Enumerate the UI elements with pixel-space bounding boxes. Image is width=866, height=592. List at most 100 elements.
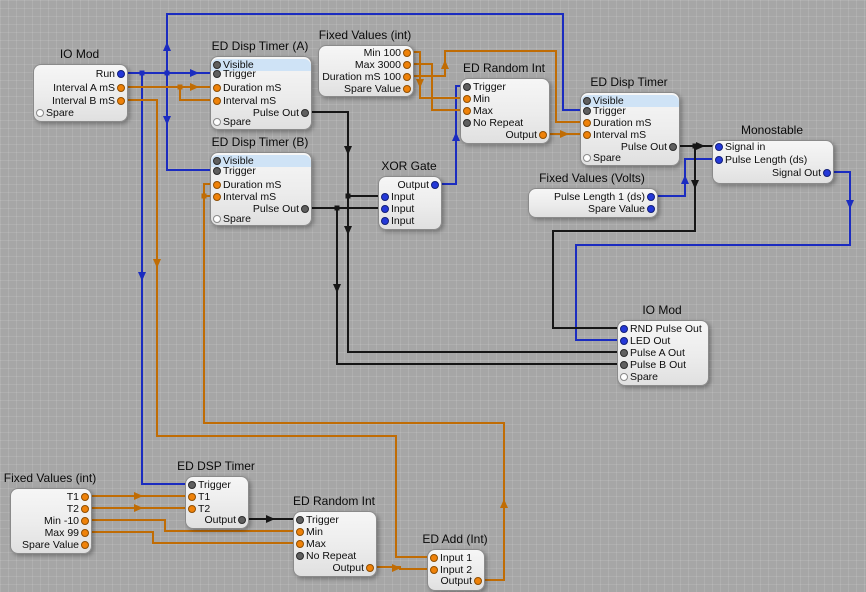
port-fixed-values-int-top-duration-ms-100[interactable]: Duration mS 100 [319,71,413,83]
port-dot-icon[interactable] [463,119,471,127]
port-io-mod-right-led-out[interactable]: LED Out [618,335,708,347]
wire-mono-signal-out-to-led-out[interactable] [575,171,851,341]
port-fixed-values-int-top-min-100[interactable]: Min 100 [319,47,413,59]
wire-run-to-dsp-trigger[interactable] [141,73,191,485]
wire-timerB-branch-to-pulseB-out[interactable] [336,208,623,365]
port-ed-random-int-bottom-trigger[interactable]: Trigger [294,514,376,526]
port-fixed-values-int-bottom-t2[interactable]: T2 [11,503,91,515]
port-fixed-values-int-bottom-t1[interactable]: T1 [11,491,91,503]
port-dot-icon[interactable] [715,156,723,164]
port-monostable-signal-out[interactable]: Signal Out [713,167,833,179]
port-monostable-pulse-length-ds-[interactable]: Pulse Length (ds) [713,154,833,166]
port-ed-disp-timer-a-pulse-out[interactable]: Pulse Out [211,107,311,119]
port-fixed-values-int-bottom-max-99[interactable]: Max 99 [11,527,91,539]
port-dot-icon[interactable] [381,193,389,201]
wire-max99-to-random-max[interactable] [84,531,299,544]
port-xor-gate-output[interactable]: Output [379,179,441,191]
port-dot-icon[interactable] [403,61,411,69]
port-xor-gate-input[interactable]: Input [379,215,441,227]
wire-run-to-right-timer-trigger[interactable] [166,13,586,111]
port-fixed-values-int-top-max-3000[interactable]: Max 3000 [319,59,413,71]
port-ed-disp-timer-right-pulse-out[interactable]: Pulse Out [581,141,679,153]
port-dot-icon[interactable] [213,70,221,78]
port-io-mod-left-interval-b-ms[interactable]: Interval B mS [34,95,127,107]
port-dot-icon[interactable] [403,85,411,93]
port-ed-add-int-output[interactable]: Output [428,575,484,587]
port-ed-dsp-timer-t1[interactable]: T1 [186,491,248,503]
port-dot-icon[interactable] [81,541,89,549]
wire-intervalB-to-add-input1[interactable] [120,99,433,558]
port-dot-icon[interactable] [620,325,628,333]
port-io-mod-left-interval-a-ms[interactable]: Interval A mS [34,82,127,94]
port-ed-disp-timer-b-spare[interactable]: Spare [211,213,311,225]
port-ed-disp-timer-right-visible[interactable]: Visible [581,95,679,107]
port-dot-icon[interactable] [823,169,831,177]
port-dot-icon[interactable] [117,70,125,78]
port-dot-icon[interactable] [117,84,125,92]
port-io-mod-left-run[interactable]: Run [34,68,127,80]
port-dot-icon[interactable] [296,540,304,548]
port-ed-disp-timer-a-trigger[interactable]: Trigger [211,68,311,80]
wire-add-output-to-timerB-duration[interactable] [203,183,505,581]
port-ed-disp-timer-a-spare[interactable]: Spare [211,116,311,128]
port-fixed-values-int-bottom-min-10[interactable]: Min -10 [11,515,91,527]
port-dot-icon[interactable] [430,566,438,574]
node-fixed-values-volts[interactable]: Pulse Length 1 (ds)Spare Value [528,188,658,218]
port-io-mod-right-spare[interactable]: Spare [618,371,708,383]
port-ed-random-int-bottom-no-repeat[interactable]: No Repeat [294,550,376,562]
port-ed-disp-timer-b-interval-ms[interactable]: Interval mS [211,191,311,203]
port-fixed-values-int-bottom-spare-value[interactable]: Spare Value [11,539,91,551]
port-dot-icon[interactable] [403,73,411,81]
port-dot-icon[interactable] [301,109,309,117]
wire-duration100-to-right-timer-duration[interactable] [406,50,586,123]
port-dot-icon[interactable] [36,109,44,117]
port-dot-icon[interactable] [620,337,628,345]
port-dot-icon[interactable] [213,181,221,189]
port-ed-random-int-top-min[interactable]: Min [461,93,549,105]
port-dot-icon[interactable] [213,193,221,201]
port-dot-icon[interactable] [583,107,591,115]
port-dot-icon[interactable] [463,95,471,103]
wire-right-timer-branch-to-rnd-pulse-out[interactable] [552,146,696,329]
port-dot-icon[interactable] [381,205,389,213]
port-ed-random-int-top-max[interactable]: Max [461,105,549,117]
port-dot-icon[interactable] [117,97,125,105]
port-dot-icon[interactable] [381,217,389,225]
port-dot-icon[interactable] [213,215,221,223]
port-ed-random-int-top-no-repeat[interactable]: No Repeat [461,117,549,129]
port-dot-icon[interactable] [583,97,591,105]
port-dot-icon[interactable] [81,517,89,525]
port-ed-disp-timer-b-visible[interactable]: Visible [211,155,311,167]
port-dot-icon[interactable] [81,529,89,537]
port-dot-icon[interactable] [463,83,471,91]
port-ed-disp-timer-right-interval-ms[interactable]: Interval mS [581,129,679,141]
wire-intervalA-branch-to-timerA-interval[interactable] [179,87,216,101]
port-ed-random-int-top-output[interactable]: Output [461,129,549,141]
port-io-mod-right-pulse-b-out[interactable]: Pulse B Out [618,359,708,371]
port-dot-icon[interactable] [213,167,221,175]
port-dot-icon[interactable] [213,97,221,105]
port-dot-icon[interactable] [669,143,677,151]
port-dot-icon[interactable] [620,373,628,381]
port-dot-icon[interactable] [403,49,411,57]
port-io-mod-left-spare[interactable]: Spare [34,107,127,119]
port-dot-icon[interactable] [647,205,655,213]
port-dot-icon[interactable] [620,361,628,369]
port-ed-add-int-input-2[interactable]: Input 2 [428,564,484,576]
port-ed-disp-timer-right-trigger[interactable]: Trigger [581,105,679,117]
port-dot-icon[interactable] [188,505,196,513]
wire-max3000-to-random-max[interactable] [406,63,466,111]
port-dot-icon[interactable] [81,493,89,501]
port-ed-disp-timer-a-interval-ms[interactable]: Interval mS [211,95,311,107]
